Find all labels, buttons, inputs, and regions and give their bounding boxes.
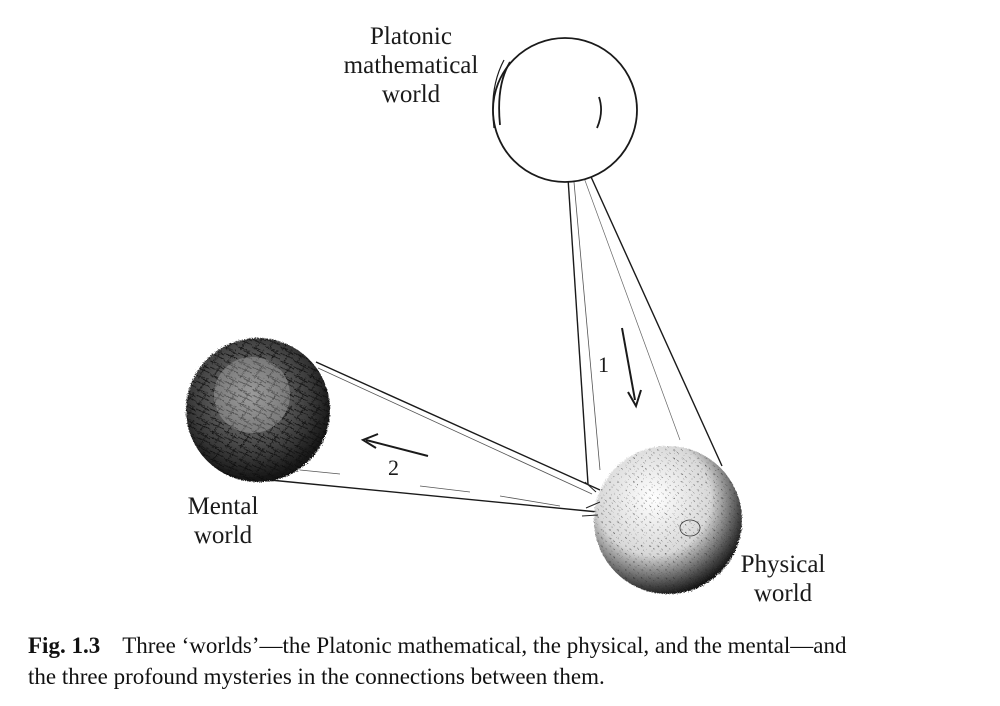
physical-label-line-1: Physical bbox=[740, 551, 826, 578]
three-worlds-diagram bbox=[186, 37, 742, 594]
arrow-1-label: 1 bbox=[598, 352, 609, 377]
arrow-1 bbox=[621, 327, 642, 409]
figure-caption: Fig. 1.3 Three ‘worlds’—the Platonic math… bbox=[28, 630, 978, 692]
physical-world-label: Physical world bbox=[728, 550, 838, 608]
caption-text-line-1: Three ‘worlds’—the Platonic mathematical… bbox=[122, 633, 847, 658]
caption-text-line-2: the three profound mysteries in the conn… bbox=[28, 664, 605, 689]
figure-number: Fig. 1.3 bbox=[28, 633, 101, 658]
cone-physical-to-mental bbox=[269, 361, 601, 513]
arrow-2-label: 2 bbox=[388, 455, 399, 480]
mental-label-line-2: world bbox=[193, 522, 253, 549]
platonic-world-sphere bbox=[492, 37, 638, 183]
platonic-label-line-3: world bbox=[381, 81, 441, 108]
platonic-world-label: Platonic mathematical world bbox=[326, 22, 496, 109]
arrow-2 bbox=[360, 433, 429, 457]
mental-world-label: Mental world bbox=[168, 492, 278, 550]
cone-platonic-to-physical bbox=[565, 166, 723, 485]
physical-label-line-2: world bbox=[753, 580, 813, 607]
mental-label-line-1: Mental bbox=[187, 493, 259, 520]
mental-world-sphere bbox=[186, 338, 330, 482]
physical-world-sphere bbox=[581, 446, 742, 594]
platonic-label-line-1: Platonic bbox=[370, 23, 452, 50]
platonic-label-line-2: mathematical bbox=[343, 52, 479, 79]
